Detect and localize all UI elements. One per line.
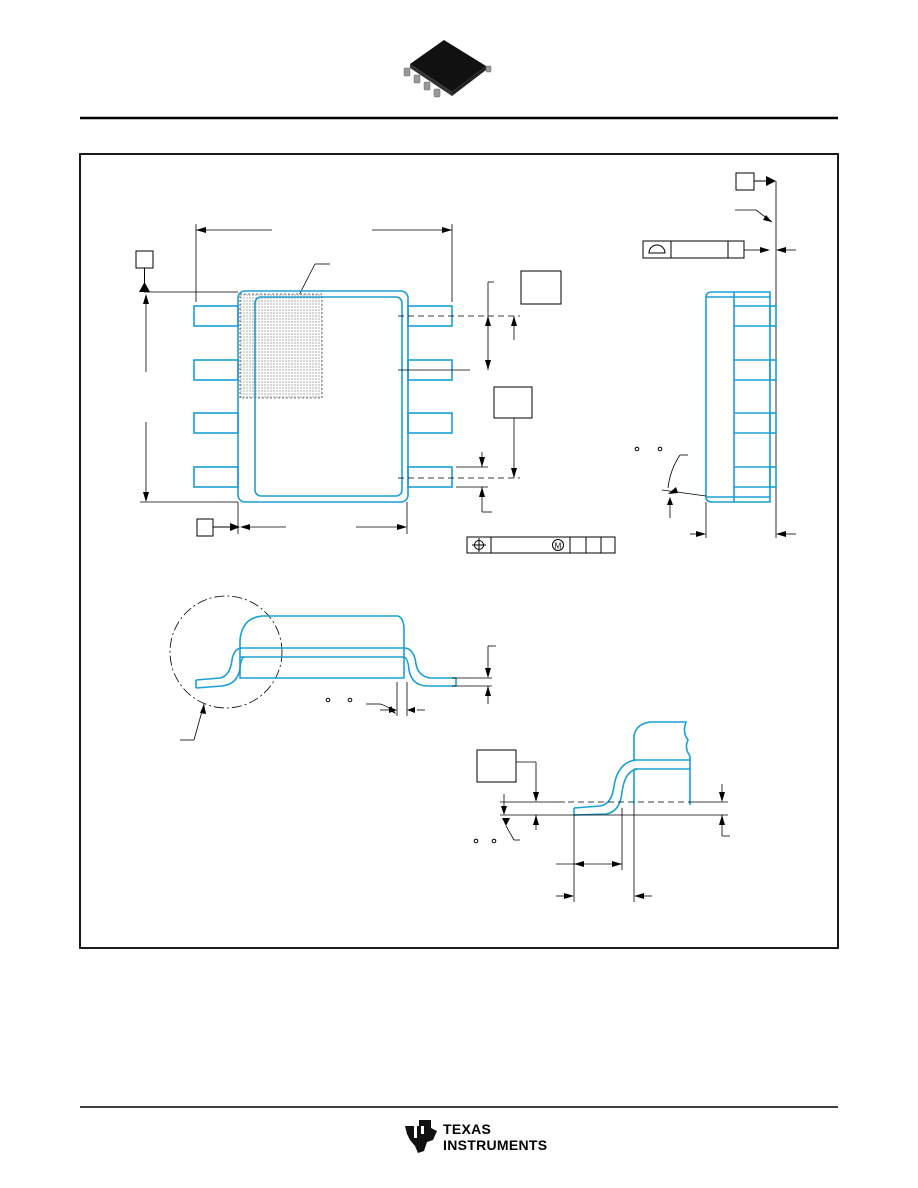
top-view: M	[135, 224, 616, 554]
detail-view	[473, 721, 730, 902]
position-symbol-icon: M	[466, 536, 616, 554]
datum-box-c	[735, 172, 755, 191]
datum-box-b	[196, 518, 214, 537]
ti-logo-icon	[405, 1120, 437, 1153]
pin1-area	[239, 293, 323, 399]
ti-logo-text: TEXAS INSTRUMENTS	[443, 1121, 547, 1153]
package-chip-icon	[403, 40, 492, 98]
gauge-plane-box	[476, 749, 517, 783]
drawing-frame	[79, 153, 839, 949]
datum-box-a	[135, 250, 154, 269]
logo-line-2: INSTRUMENTS	[443, 1137, 548, 1153]
front-view	[169, 595, 496, 741]
svg-text:M: M	[555, 542, 562, 551]
detail-circle	[169, 595, 283, 709]
flatness-symbol-icon	[642, 240, 745, 259]
basic-dim-box-span	[493, 386, 533, 419]
side-view	[634, 172, 796, 538]
logo-line-1: TEXAS	[443, 1121, 492, 1137]
basic-dim-box-pitch	[520, 270, 562, 305]
